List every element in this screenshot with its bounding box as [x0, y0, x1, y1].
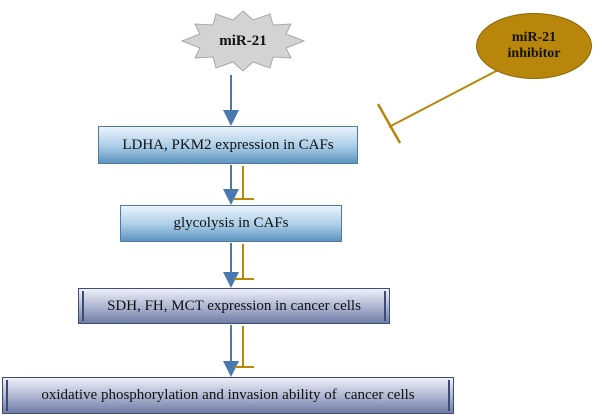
oxphos-label: oxidative phosphorylation and invasion a… — [41, 387, 415, 403]
inhibitor-label-line1: miR-21 — [511, 30, 557, 45]
inhibitor-label-line2: inhibitor — [507, 46, 561, 61]
inhibit-line-inhibitor-to-ldha — [388, 68, 501, 128]
glycolysis-label: glycolysis in CAFs — [173, 215, 289, 231]
inhibitor-node: miR-21 inhibitor — [476, 13, 592, 79]
glycolysis-node: glycolysis in CAFs — [120, 205, 342, 242]
star-shape — [180, 10, 306, 72]
oxphos-node: oxidative phosphorylation and invasion a… — [2, 377, 454, 414]
mir21-label: miR-21 — [219, 32, 267, 49]
ldha-pkm2-node: LDHA, PKM2 expression in CAFs — [98, 126, 358, 164]
ldha-pkm2-label: LDHA, PKM2 expression in CAFs — [122, 136, 334, 153]
sdh-fh-mct-label: SDH, FH, MCT expression in cancer cells — [107, 297, 361, 314]
mir21-node: miR-21 — [178, 10, 308, 72]
sdh-fh-mct-node: SDH, FH, MCT expression in cancer cells — [78, 288, 390, 324]
inhibit-bar-ldha — [376, 103, 402, 144]
